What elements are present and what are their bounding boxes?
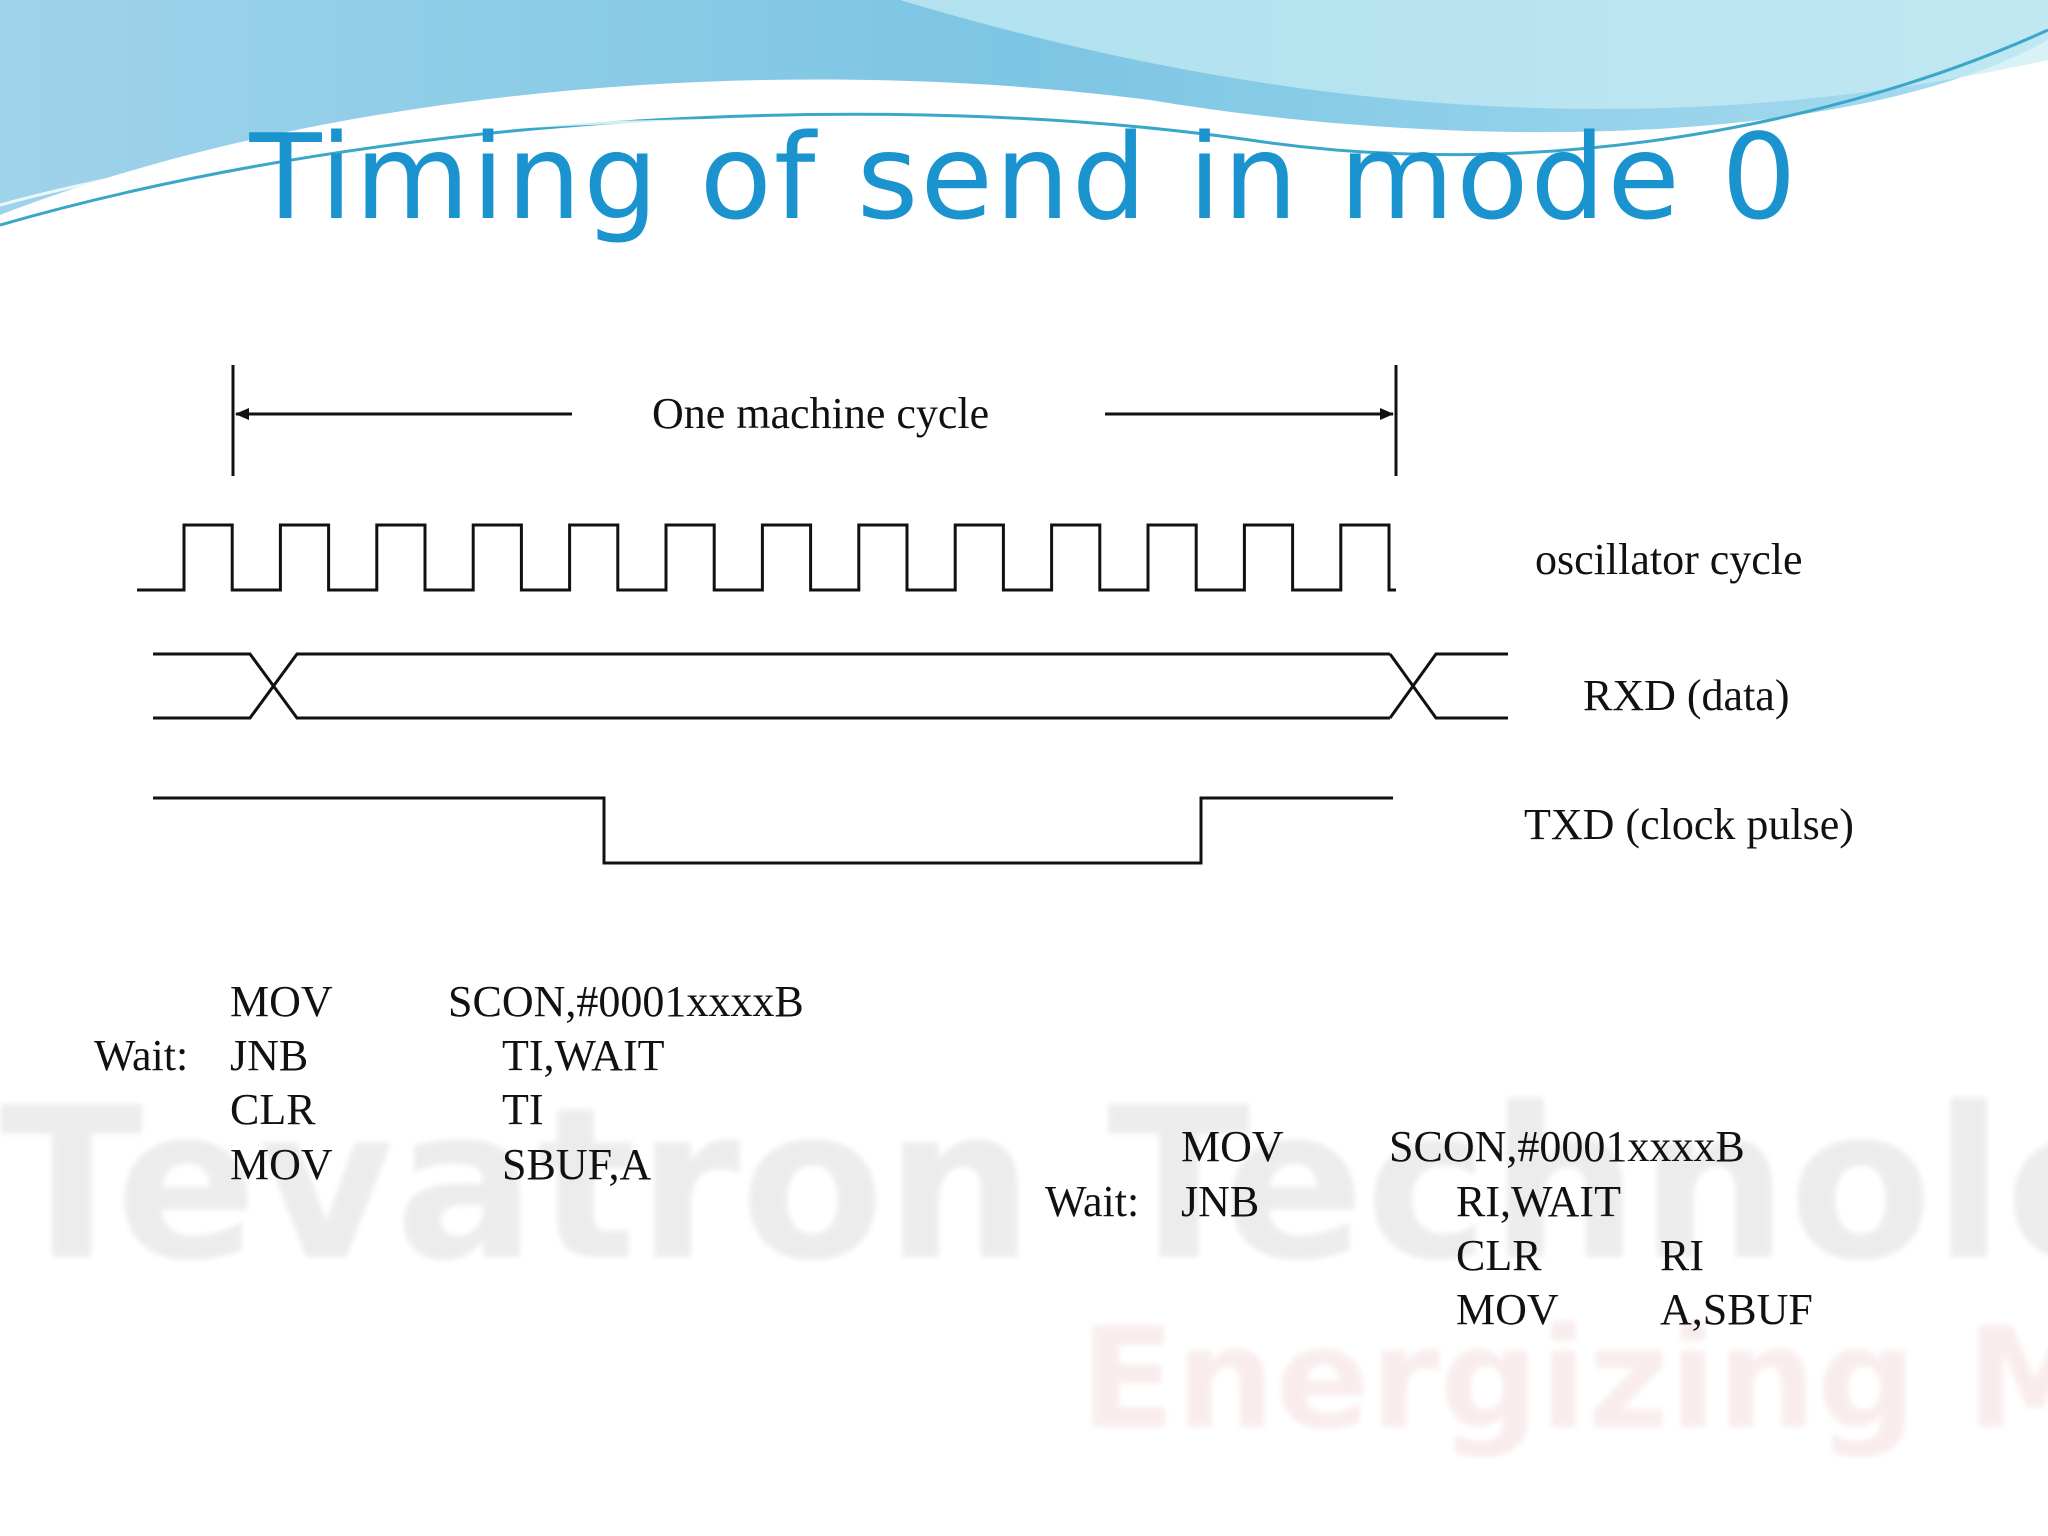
code-op: MOV (1456, 1285, 1559, 1334)
timing-diagram (137, 365, 1508, 865)
rxd-end-cross-a (1388, 653, 1508, 720)
rxd-lower-line (153, 652, 1390, 720)
watermark: Tevatron Technologies Energizing Minds (0, 1080, 2048, 1450)
header-wave (0, 0, 2048, 227)
txd-label: TXD (clock pulse) (1524, 800, 1854, 849)
code-arg: SCON,#0001xxxxB (448, 977, 804, 1026)
code-arg: SBUF,A (502, 1140, 652, 1189)
code-arg: RI (1660, 1231, 1704, 1280)
code-arg: TI (502, 1085, 544, 1134)
code-op: CLR (230, 1085, 316, 1134)
code-arg: RI,WAIT (1456, 1177, 1621, 1226)
one-machine-cycle-label: One machine cycle (652, 389, 990, 438)
code-op: JNB (230, 1031, 309, 1080)
code-label: Wait: (94, 1031, 189, 1080)
code-op: CLR (1456, 1231, 1542, 1280)
code-op: MOV (230, 977, 333, 1026)
code-op: MOV (230, 1140, 333, 1189)
watermark-line2: Energizing Minds (1080, 1298, 2048, 1461)
code-op: MOV (1181, 1122, 1284, 1171)
code-arg: TI,WAIT (502, 1031, 665, 1080)
txd-waveform (153, 796, 1393, 865)
rxd-upper-line (153, 652, 1390, 720)
code-label: Wait: (1045, 1177, 1140, 1226)
code-arg: SCON,#0001xxxxB (1389, 1122, 1745, 1171)
oscillator-waveform (137, 523, 1396, 592)
watermark-line1: Tevatron Technologies (0, 1062, 2048, 1307)
rxd-label: RXD (data) (1583, 671, 1790, 720)
code-op: JNB (1181, 1177, 1260, 1226)
code-arg: A,SBUF (1660, 1285, 1813, 1334)
oscillator-cycle-label: oscillator cycle (1535, 535, 1803, 584)
rxd-end-cross-b (1388, 652, 1508, 719)
page-title: Timing of send in mode 0 (249, 108, 1799, 246)
